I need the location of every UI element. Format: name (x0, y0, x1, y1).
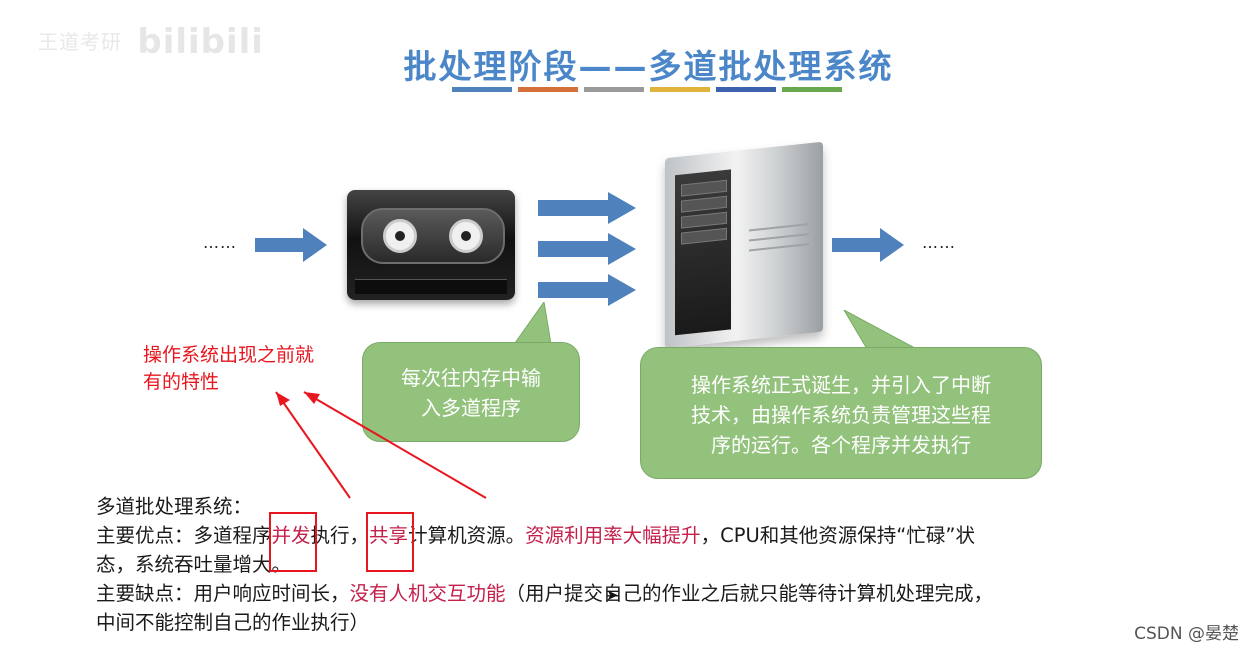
drive-bay (681, 195, 727, 213)
adv-mid: 执行， (310, 524, 370, 547)
input-ellipsis: …… (203, 233, 237, 252)
advantages-line: 主要优点：多道程序并发执行，共享计算机资源。资源利用率大幅提升，CPU和其他资源… (96, 512, 1226, 572)
output-ellipsis: …… (922, 233, 956, 252)
watermark-text: 王道考研 (38, 30, 122, 54)
title-bar (782, 87, 842, 92)
tower-vent (749, 233, 809, 242)
title-bar (650, 87, 710, 92)
csdn-credit: CSDN @晏楚 (1134, 624, 1239, 644)
dis-highlight: 没有人机交互功能 (349, 582, 506, 605)
title-color-bars (452, 87, 842, 92)
drive-bay (681, 227, 727, 245)
highlight-box (268, 512, 317, 572)
adv-prefix: 主要优点：多道程序 (96, 524, 272, 547)
tape-strip (355, 279, 507, 294)
tower-vent (749, 223, 809, 232)
bubble-line: 入多道程序 (421, 396, 521, 420)
memory-input-bubble: 每次往内存中输 入多道程序 (362, 342, 580, 442)
keyword-concurrency: 并发 (268, 512, 317, 572)
annotation-arrows (275, 391, 487, 499)
bilibili-logo: bilibili (137, 22, 264, 62)
keyword-sharing: 共享 (366, 512, 415, 572)
tape-device-icon (347, 190, 515, 300)
tape-reel-icon (449, 219, 483, 253)
mouse-cursor-icon: ➤ (606, 586, 619, 604)
disadvantages-line-2: 中间不能控制自己的作业执行） (96, 611, 370, 634)
drive-bay (681, 179, 727, 197)
annotation-line: 操作系统出现之前就 (143, 344, 315, 366)
computer-tower-icon (665, 141, 823, 349)
dis-prefix: 主要缺点：用户响应时间长， (96, 582, 350, 605)
keyword-text: 并发 (271, 524, 311, 547)
annotation-line: 有的特性 (143, 371, 220, 393)
title-bar (518, 87, 578, 92)
title-bar (584, 87, 644, 92)
highlight-box (366, 512, 415, 572)
os-birth-bubble: 操作系统正式诞生，并引入了中断 技术，由操作系统负责管理这些程 序的运行。各个程… (640, 347, 1042, 479)
bubble-line: 操作系统正式诞生，并引入了中断 (691, 373, 991, 397)
title-bar (452, 87, 512, 92)
summary-heading: 多道批处理系统： (96, 495, 253, 518)
disadvantages-line: 主要缺点：用户响应时间长，没有人机交互功能（用户提交自己的作业之后就只能等待计算… (96, 579, 1226, 608)
slide-title: 批处理阶段——多道批处理系统 (403, 47, 894, 86)
tower-front-panel (675, 169, 731, 336)
title-bar (716, 87, 776, 92)
tape-window (361, 208, 505, 264)
summary-text: 多道批处理系统： 主要优点：多道程序并发执行，共享计算机资源。资源利用率大幅提升… (96, 492, 1226, 637)
adv-mid2: 计算机资源。 (408, 524, 526, 547)
tape-reel-icon (383, 219, 417, 253)
watermark: 王道考研 bilibili (38, 22, 264, 62)
dis-rest: （用户提交自己的作业之后就只能等待计算机处理完成， (505, 582, 994, 605)
arrow-right-icon (832, 228, 904, 262)
multi-arrow-icon (538, 192, 636, 306)
advantages-line-2: 态，系统吞吐量增大。 (96, 553, 292, 576)
drive-bay (681, 211, 727, 229)
tower-vent (749, 243, 809, 252)
arrow-right-icon (255, 228, 327, 262)
adv-highlight: 资源利用率大幅提升 (525, 524, 701, 547)
adv-rest: ，CPU和其他资源保持“忙碌”状 (700, 524, 975, 547)
bubble-line: 序的运行。各个程序并发执行 (711, 433, 971, 457)
bubble-line: 技术，由操作系统负责管理这些程 (691, 403, 991, 427)
bubble-line: 每次往内存中输 (401, 366, 541, 390)
keyword-text: 共享 (369, 524, 409, 547)
red-annotation: 操作系统出现之前就 有的特性 (143, 342, 314, 396)
